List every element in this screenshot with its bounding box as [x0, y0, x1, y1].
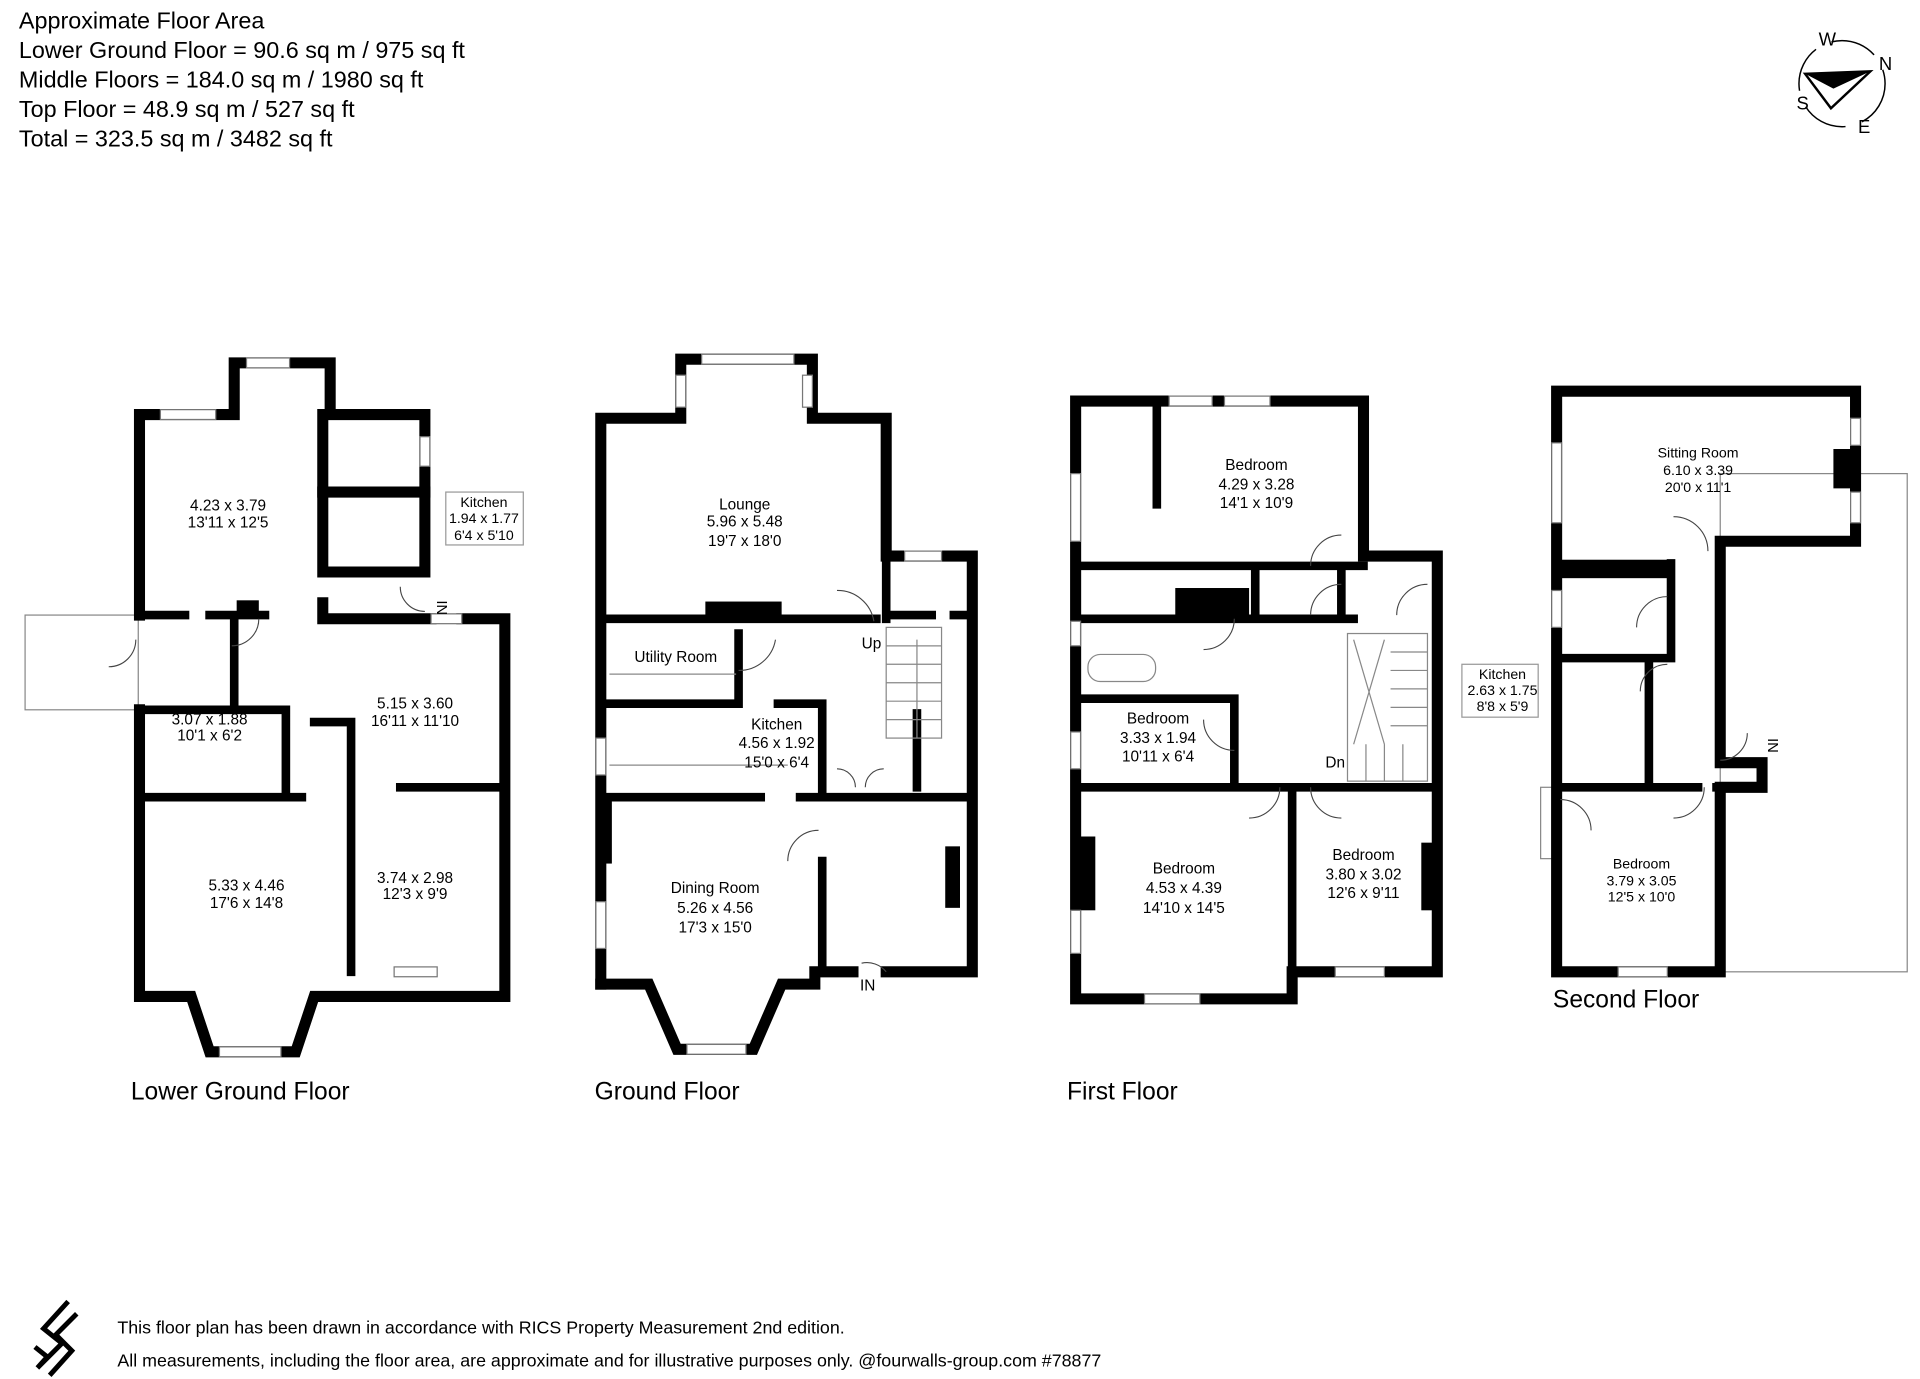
gf-lounge-dim-m: 5.96 x 5.48: [707, 514, 783, 531]
kitchen-label-box: [445, 491, 524, 546]
lg-room2-dim-m: 5.15 x 3.60: [377, 696, 453, 713]
compass-icon: W N S E: [1797, 29, 1893, 137]
ff-bedroom2-dim-m: 3.33 x 1.94: [1120, 730, 1196, 747]
sf-kitchen-dim-m: 2.63 x 1.75: [1468, 682, 1538, 698]
gf-lounge-name: Lounge: [719, 496, 770, 513]
ff-bedroom1-name: Bedroom: [1225, 457, 1287, 474]
lg-kitchen-dim-m: 1.94 x 1.77: [449, 510, 519, 526]
gf-utility-name: Utility Room: [634, 649, 717, 666]
ff-bedroom2-dim-ft: 10'11 x 6'4: [1122, 748, 1195, 765]
compass-e: E: [1858, 116, 1870, 137]
gf-dining-dim-ft: 17'3 x 15'0: [679, 919, 752, 936]
ff-bedroom3-dim-ft: 14'10 x 14'5: [1143, 900, 1225, 917]
ff-bedroom1-dim-m: 4.29 x 3.28: [1218, 477, 1294, 494]
summary-title: Approximate Floor Area: [19, 7, 264, 33]
ff-bedroom3-dim-m: 4.53 x 4.39: [1146, 880, 1222, 897]
ff-stairs-down: Dn: [1325, 755, 1345, 772]
gf-kitchen-name: Kitchen: [751, 716, 802, 733]
sf-kitchen-dim-ft: 8'8 x 5'9: [1477, 698, 1529, 714]
lg-room5-dim-ft: 12'3 x 9'9: [383, 886, 448, 903]
sf-bedroom-dim-m: 3.79 x 3.05: [1607, 873, 1677, 889]
compass-s: S: [1797, 92, 1809, 113]
ff-bedroom4-dim-ft: 12'6 x 9'11: [1327, 885, 1399, 902]
footer-rics-note: This floor plan has been drawn in accord…: [117, 1317, 844, 1337]
fourwalls-logo: [33, 1299, 79, 1377]
summary-total: Total = 323.5 sq m / 3482 sq ft: [19, 125, 333, 151]
ff-bedroom4-name: Bedroom: [1332, 847, 1394, 864]
lg-room2-dim-ft: 16'11 x 11'10: [371, 713, 459, 730]
ground-floor-plan: Lounge 5.96 x 5.48 19'7 x 18'0 Utility R…: [595, 353, 978, 1106]
ff-bedroom1-dim-ft: 14'1 x 10'9: [1220, 495, 1293, 512]
summary-middle-floors: Middle Floors = 184.0 sq m / 1980 sq ft: [19, 66, 424, 92]
first-floor-plan: Bedroom 4.29 x 3.28 14'1 x 10'9 Bedroom …: [1067, 395, 1443, 1106]
ff-bedroom3-name: Bedroom: [1153, 860, 1215, 877]
lg-room4-dim-m: 5.33 x 4.46: [209, 878, 285, 895]
lg-room4-dim-ft: 17'6 x 14'8: [210, 895, 283, 912]
compass-w: W: [1819, 29, 1837, 50]
sf-sitting-dim-ft: 20'0 x 11'1: [1665, 479, 1732, 495]
gf-kitchen-dim-m: 4.56 x 1.92: [739, 735, 815, 752]
lg-kitchen-name: Kitchen: [460, 494, 507, 510]
gf-kitchen-dim-ft: 15'0 x 6'4: [744, 755, 809, 772]
lg-room3-dim-m: 3.07 x 1.88: [172, 712, 248, 729]
sf-sitting-dim-m: 6.10 x 3.39: [1663, 462, 1733, 478]
kitchen-label-box: [1461, 663, 1539, 718]
lg-entrance-label: IN: [433, 600, 449, 615]
summary-lower-ground: Lower Ground Floor = 90.6 sq m / 975 sq …: [19, 37, 466, 63]
lg-room5-dim-m: 3.74 x 2.98: [377, 870, 453, 887]
sf-entrance-label: IN: [1764, 738, 1780, 753]
lg-room1-dim-m: 4.23 x 3.79: [190, 498, 266, 515]
lg-kitchen-dim-ft: 6'4 x 5'10: [454, 527, 514, 543]
first-floor-label: First Floor: [1067, 1079, 1178, 1106]
floor-area-summary: Approximate Floor Area Lower Ground Floo…: [19, 7, 466, 151]
lower-ground-floor-plan: Kitchen 1.94 x 1.77 6'4 x 5'10 4.23 x 3.…: [24, 357, 524, 1106]
gf-stairs-up: Up: [862, 635, 882, 652]
ff-bedroom2-name: Bedroom: [1127, 710, 1189, 727]
sf-bedroom-dim-ft: 12'5 x 10'0: [1608, 889, 1676, 905]
lg-room3-dim-ft: 10'1 x 6'2: [177, 728, 242, 745]
sf-bedroom-name: Bedroom: [1613, 855, 1670, 871]
ff-bedroom4-dim-m: 3.80 x 3.02: [1325, 867, 1401, 884]
sf-kitchen-name: Kitchen: [1479, 666, 1526, 682]
gf-dining-dim-m: 5.26 x 4.56: [677, 900, 753, 917]
gf-lounge-dim-ft: 19'7 x 18'0: [708, 533, 781, 550]
compass-n: N: [1879, 53, 1892, 74]
second-floor-label: Second Floor: [1553, 986, 1699, 1013]
gf-dining-name: Dining Room: [671, 880, 760, 897]
summary-top-floor: Top Floor = 48.9 sq m / 527 sq ft: [19, 96, 355, 122]
second-floor-plan: Kitchen 2.63 x 1.75 8'8 x 5'9 Sitting Ro…: [1461, 385, 1908, 1013]
sf-sitting-name: Sitting Room: [1658, 445, 1739, 461]
gf-entrance-label: IN: [860, 977, 875, 994]
roof-terrace: [1719, 472, 1908, 973]
patio: [24, 614, 139, 711]
lower-ground-floor-label: Lower Ground Floor: [131, 1079, 350, 1106]
ground-floor-label: Ground Floor: [595, 1079, 740, 1106]
footer-disclaimer: All measurements, including the floor ar…: [117, 1351, 1101, 1371]
lg-room1-dim-ft: 13'11 x 12'5: [188, 515, 269, 532]
